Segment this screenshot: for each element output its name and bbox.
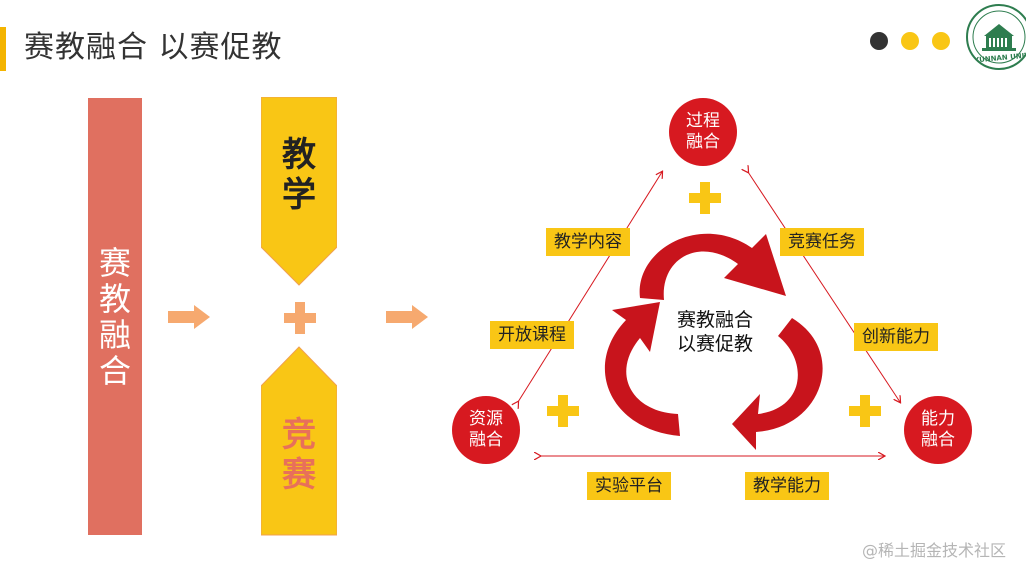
node-line: 融合 [921, 430, 955, 450]
node-ability-integration: 能力 融合 [904, 396, 972, 464]
bar-char: 合 [98, 352, 131, 390]
integration-bar [88, 98, 142, 535]
cycle-center-text: 赛教融合 以赛促教 [665, 308, 765, 356]
competition-shape [261, 346, 337, 536]
teaching-text: 教 学 [261, 135, 337, 215]
label-innovation-ability: 创新能力 [854, 323, 938, 351]
bar-char: 教 [98, 280, 131, 318]
compete-char: 竞 [282, 415, 316, 455]
bar-char: 融 [98, 316, 131, 354]
nav-dot-2[interactable] [901, 32, 919, 50]
teach-char: 学 [282, 175, 316, 215]
label-lab-platform: 实验平台 [587, 472, 671, 500]
label-open-courses: 开放课程 [490, 321, 574, 349]
node-line: 融合 [686, 132, 720, 152]
center-line: 赛教融合 [676, 309, 753, 331]
nav-dot-1[interactable] [870, 32, 888, 50]
arrow-right-icon [386, 305, 428, 329]
title-accent-bar [0, 27, 6, 71]
teach-char: 教 [282, 135, 316, 175]
arrow-right-icon [168, 305, 210, 329]
teaching-shape [261, 97, 337, 286]
university-logo: YUNNAN UNIVERSITY [966, 4, 1026, 70]
center-line: 以赛促教 [676, 333, 753, 355]
node-line: 融合 [469, 430, 503, 450]
page-title: 赛教融合 以赛促教 [24, 30, 283, 65]
nav-dot-3[interactable] [932, 32, 950, 50]
node-line: 资源 [469, 409, 503, 429]
label-teaching-content: 教学内容 [546, 228, 630, 256]
competition-text: 竞 赛 [261, 415, 337, 495]
integration-bar-text: 赛 教 融 合 [88, 245, 142, 389]
plus-icon [284, 302, 316, 334]
node-line: 过程 [686, 111, 720, 131]
node-process-integration: 过程 融合 [669, 98, 737, 166]
watermark: @稀土掘金技术社区 [862, 541, 1007, 560]
label-teaching-ability: 教学能力 [745, 472, 829, 500]
node-line: 能力 [921, 409, 955, 429]
label-competition-tasks: 竞赛任务 [780, 228, 864, 256]
compete-char: 赛 [282, 455, 316, 495]
node-resource-integration: 资源 融合 [452, 396, 520, 464]
bar-char: 赛 [98, 244, 131, 282]
